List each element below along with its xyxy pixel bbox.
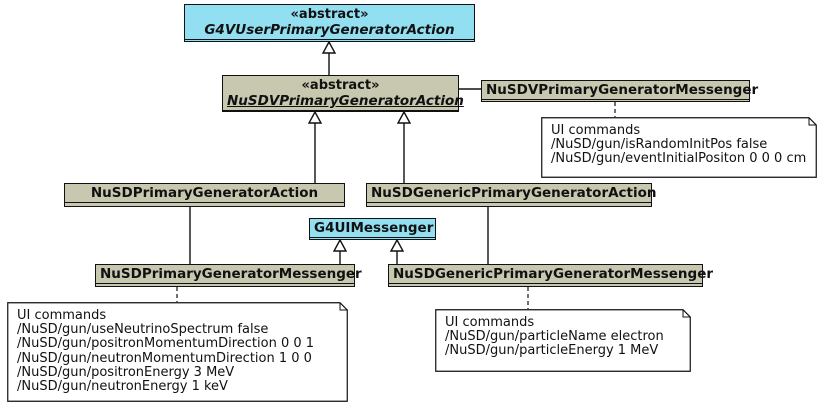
class-name: G4UIMessenger bbox=[314, 220, 434, 236]
class-name: NuSDGenericPrimaryGeneratorMessenger bbox=[393, 266, 714, 282]
note-outline bbox=[541, 117, 817, 178]
generalization-arrowhead bbox=[396, 110, 412, 124]
class-name: NuSDPrimaryGeneratorAction bbox=[90, 185, 319, 201]
class-nusd-generic-primary-generator-action: NuSDGenericPrimaryGeneratorAction bbox=[366, 183, 657, 207]
note-line: /NuSD/gun/particleName electron bbox=[445, 329, 664, 345]
class-stereotype: «abstract» bbox=[290, 7, 369, 22]
note-line: UI commands bbox=[17, 308, 107, 323]
note-primary-ui-commands: UI commands/NuSD/gun/useNeutrinoSpectrum… bbox=[7, 302, 348, 402]
note-outline bbox=[7, 302, 348, 402]
class-compartment bbox=[223, 110, 458, 115]
note-outline bbox=[435, 309, 691, 372]
class-name: NuSDVPrimaryGeneratorMessenger bbox=[486, 82, 759, 98]
generalization-arrowhead bbox=[389, 238, 405, 252]
class-g4v-user-primary-generator-action: «abstract» G4VUserPrimaryGeneratorAction bbox=[184, 4, 475, 42]
note-text: UI commands/NuSD/gun/isRandomInitPos fal… bbox=[541, 117, 817, 174]
class-compartment bbox=[367, 202, 651, 207]
class-compartment bbox=[389, 283, 702, 288]
note-vmessenger-ui-commands: UI commands/NuSD/gun/isRandomInitPos fal… bbox=[541, 117, 817, 178]
class-stereotype: «abstract» bbox=[301, 78, 380, 93]
class-name: G4VUserPrimaryGeneratorAction bbox=[204, 22, 455, 38]
generalization-arrowhead bbox=[321, 40, 337, 54]
class-compartment bbox=[482, 99, 749, 104]
note-line: /NuSD/gun/neutronMomentumDirection 1 0 0 bbox=[17, 350, 312, 366]
class-compartment bbox=[310, 237, 435, 242]
generalization-arrowhead bbox=[332, 238, 348, 252]
class-nusdv-primary-generator-action: «abstract» NuSDVPrimaryGeneratorAction bbox=[222, 75, 464, 115]
class-nusd-primary-generator-messenger: NuSDPrimaryGeneratorMessenger bbox=[95, 264, 362, 288]
class-compartment bbox=[65, 202, 344, 207]
class-nusd-primary-generator-action: NuSDPrimaryGeneratorAction bbox=[64, 183, 345, 207]
note-line: /NuSD/gun/useNeutrinoSpectrum false bbox=[17, 322, 269, 338]
note-line: /NuSD/gun/particleEnergy 1 MeV bbox=[445, 343, 659, 359]
note-text: UI commands/NuSD/gun/particleName electr… bbox=[435, 309, 691, 366]
note-line: UI commands bbox=[551, 123, 641, 138]
class-compartment bbox=[96, 283, 354, 288]
class-name: NuSDVPrimaryGeneratorAction bbox=[227, 93, 464, 109]
note-line: /NuSD/gun/isRandomInitPos false bbox=[551, 137, 768, 153]
generalization-arrowhead bbox=[307, 110, 323, 124]
note-line: /NuSD/gun/positronMomentumDirection 0 0 … bbox=[17, 336, 315, 352]
note-line: /NuSD/gun/neutronEnergy 1 keV bbox=[17, 379, 228, 395]
class-name: NuSDGenericPrimaryGeneratorAction bbox=[371, 185, 657, 201]
note-text: UI commands/NuSD/gun/useNeutrinoSpectrum… bbox=[7, 302, 348, 401]
class-nusdv-primary-generator-messenger: NuSDVPrimaryGeneratorMessenger bbox=[481, 80, 759, 104]
note-line: UI commands bbox=[445, 315, 535, 330]
class-compartment bbox=[185, 39, 474, 44]
class-nusd-generic-primary-generator-messenger: NuSDGenericPrimaryGeneratorMessenger bbox=[388, 264, 714, 288]
note-line: /NuSD/gun/positronEnergy 3 MeV bbox=[17, 364, 235, 380]
class-g4ui-messenger: G4UIMessenger bbox=[309, 218, 436, 240]
class-name: NuSDPrimaryGeneratorMessenger bbox=[100, 266, 362, 282]
note-generic-ui-commands: UI commands/NuSD/gun/particleName electr… bbox=[435, 309, 691, 372]
note-line: /NuSD/gun/eventInitialPositon 0 0 0 cm bbox=[551, 151, 807, 167]
